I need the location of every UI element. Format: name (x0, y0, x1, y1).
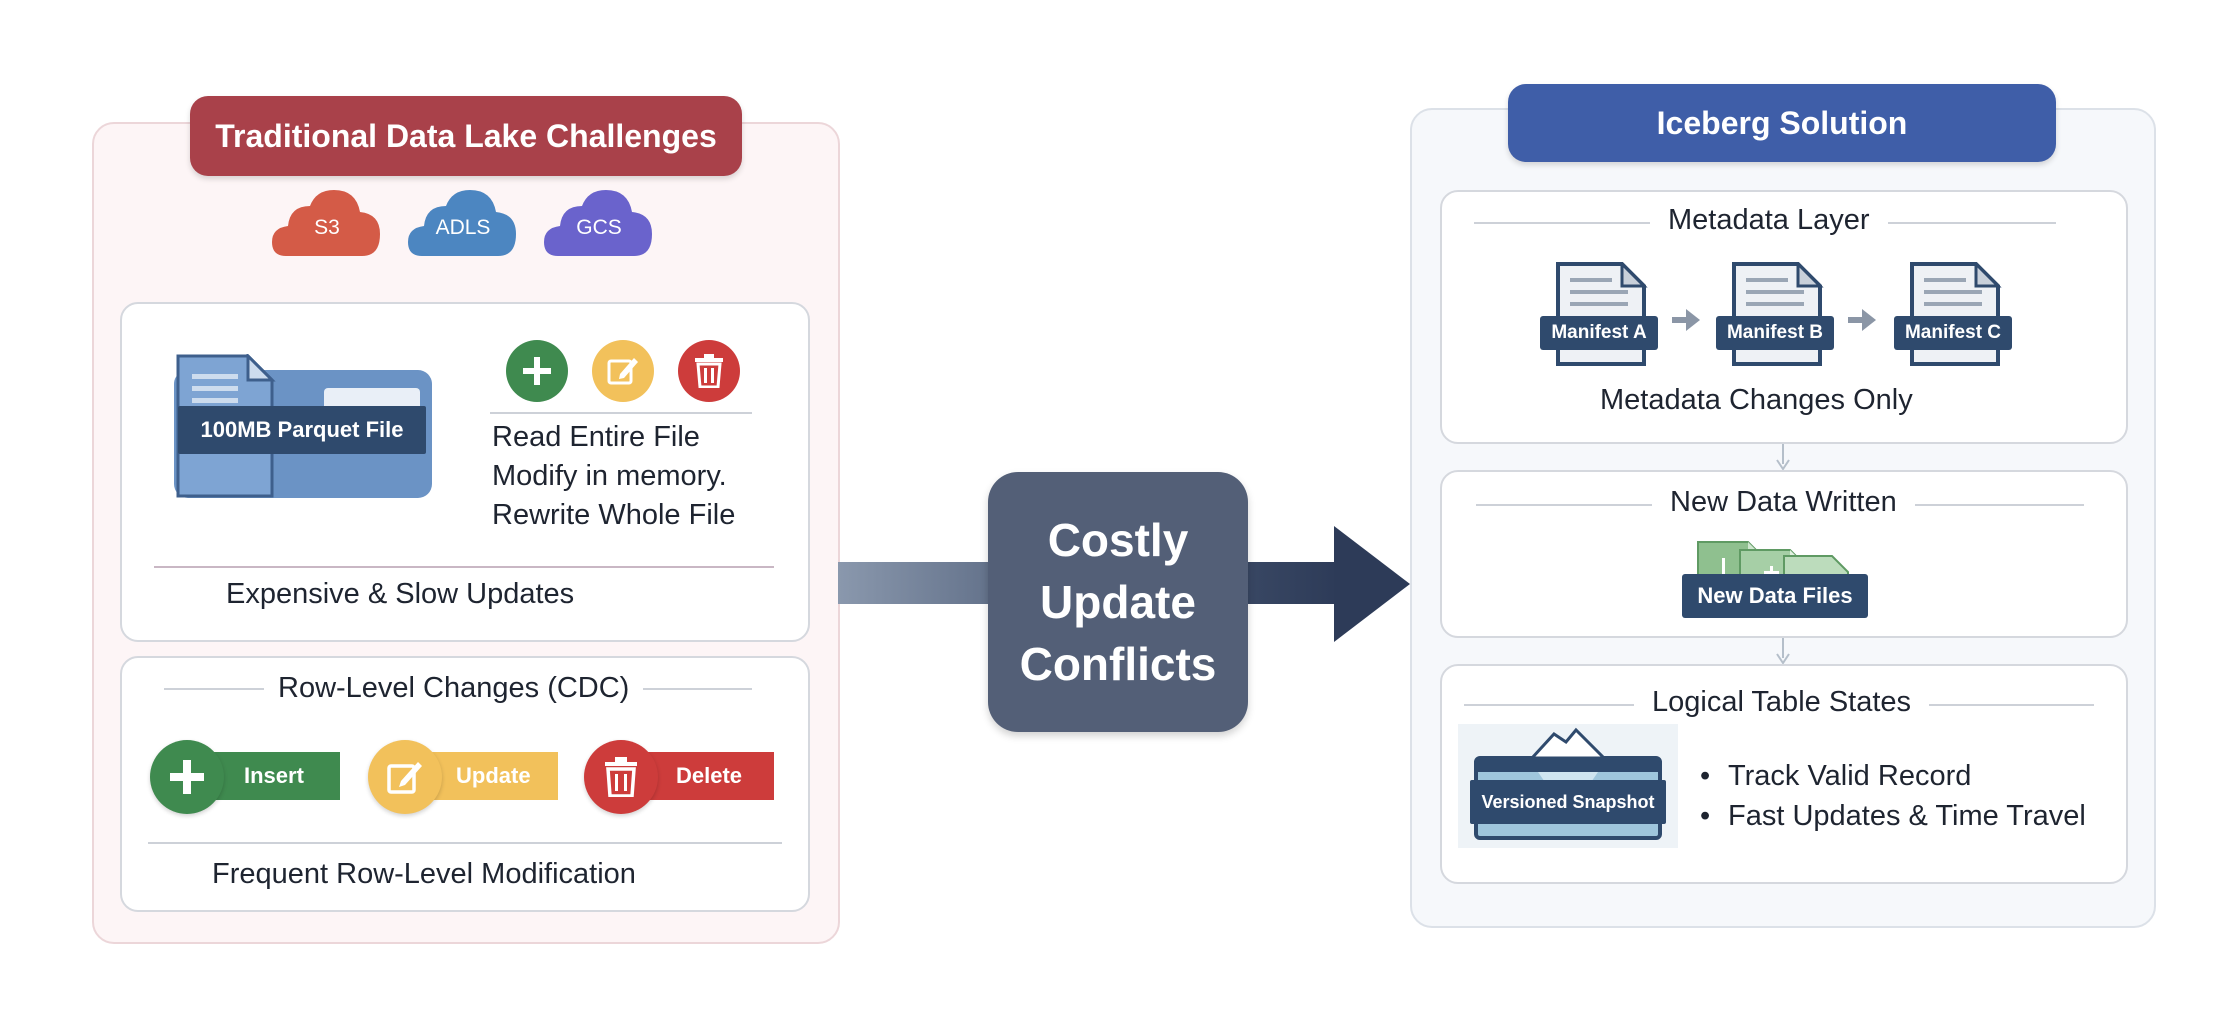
benefit-track-valid-record: Track Valid Record (1700, 756, 2086, 796)
steps-divider (490, 412, 752, 414)
costly-line-3: Conflicts (1019, 638, 1217, 690)
plus-icon (150, 740, 224, 814)
s3-cloud-icon: S3 (272, 186, 382, 258)
manifest-a-doc-icon (1548, 260, 1652, 366)
add-op-icon (506, 340, 568, 402)
manifest-b-doc-icon (1724, 260, 1828, 366)
parquet-file-label: 100MB Parquet File (178, 406, 426, 454)
step-rewrite: Rewrite Whole File (492, 499, 736, 531)
cdc-title: Row-Level Changes (CDC) (264, 672, 644, 705)
new-data-title: New Data Written (1652, 486, 1915, 519)
caption-divider (154, 566, 774, 568)
edit-icon (368, 740, 442, 814)
gcs-cloud-icon: GCS (544, 186, 654, 258)
logical-benefits-list: Track Valid Record Fast Updates & Time T… (1700, 756, 2086, 836)
down-arrow-icon (1776, 444, 1790, 471)
iceberg-panel-title: Iceberg Solution (1508, 84, 2056, 162)
manifest-arrow-icon (1672, 308, 1702, 332)
step-read: Read Entire File (492, 421, 700, 453)
cdc-caption-divider (148, 842, 782, 844)
benefit-fast-updates: Fast Updates & Time Travel (1700, 796, 2086, 836)
gcs-label: GCS (576, 216, 622, 239)
costly-line-2: Update (1040, 576, 1196, 628)
s3-label: S3 (314, 216, 340, 239)
update-label: Update (456, 763, 531, 788)
manifest-arrow-icon (1848, 308, 1878, 332)
versioned-snapshot-label: Versioned Snapshot (1470, 780, 1666, 824)
expensive-updates-caption: Expensive & Slow Updates (226, 578, 575, 610)
down-arrow-icon (1776, 638, 1790, 665)
metadata-changes-caption: Metadata Changes Only (1600, 384, 1913, 416)
costly-line-1: Costly (1047, 514, 1189, 566)
edit-op-icon (592, 340, 654, 402)
manifest-a-label: Manifest A (1540, 316, 1658, 350)
adls-cloud-icon: ADLS (408, 186, 518, 258)
metadata-layer-title: Metadata Layer (1650, 204, 1888, 237)
step-modify: Modify in memory. (492, 460, 727, 492)
delete-label: Delete (676, 763, 743, 788)
costly-conflicts-box: Costly Update Conflicts (988, 472, 1248, 732)
new-data-files-label: New Data Files (1682, 574, 1868, 618)
manifest-c-doc-icon (1902, 260, 2006, 366)
delete-op-icon (678, 340, 740, 402)
trash-icon (584, 740, 658, 814)
manifest-c-label: Manifest C (1894, 316, 2012, 350)
adls-label: ADLS (435, 216, 491, 239)
traditional-panel-title: Traditional Data Lake Challenges (190, 96, 742, 176)
logical-table-title: Logical Table States (1634, 686, 1930, 719)
insert-label: Insert (244, 763, 304, 788)
rewrite-steps: Read Entire File Modify in memory. Rewri… (492, 418, 735, 535)
row-level-caption: Frequent Row-Level Modification (212, 858, 636, 890)
manifest-b-label: Manifest B (1716, 316, 1834, 350)
